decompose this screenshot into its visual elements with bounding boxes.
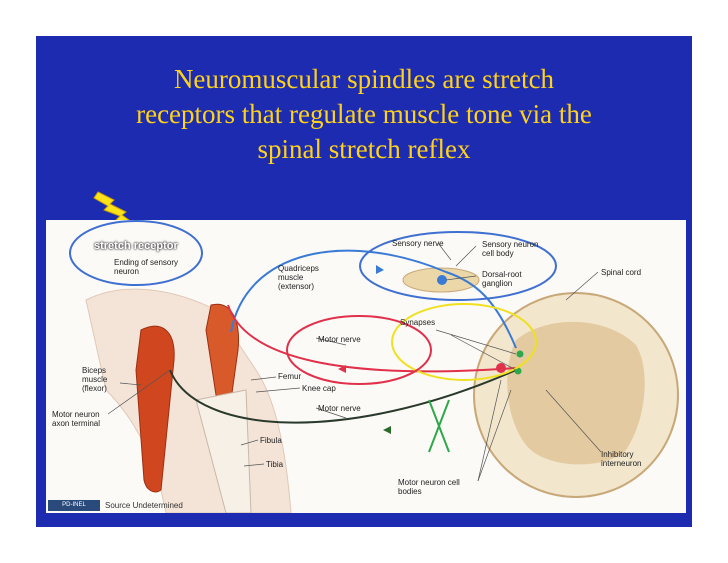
label-biceps-line-2: muscle	[82, 375, 108, 384]
label-ending-sensory-line-1: Ending of sensory	[114, 258, 179, 267]
biceps-muscle	[135, 325, 175, 493]
label-biceps-line-3: (flexor)	[82, 384, 107, 393]
leader-lines	[107, 242, 602, 482]
title-line-1: Neuromuscular spindles are stretch	[173, 64, 555, 94]
slide-title: Neuromuscular spindles are stretch recep…	[50, 62, 678, 167]
label-synapses: Synapses	[400, 318, 436, 327]
label-knee-cap: Knee cap	[302, 384, 336, 393]
label-sensory-neuron-line-1: Sensory neuron	[482, 240, 539, 249]
motor-nerve-path	[227, 304, 517, 373]
title-line-2: receptors that regulate muscle tone via …	[136, 99, 592, 129]
license-badge: PD-INEL	[48, 500, 100, 511]
label-motor-neuron-line-1: Motor neuron	[52, 410, 100, 419]
synapses-highlight	[391, 303, 537, 381]
bones	[195, 389, 252, 513]
leg-shape	[85, 288, 292, 513]
label-inhibitory: Inhibitory interneuron	[601, 450, 641, 468]
label-motor-neuron-cell-line-1: Motor neuron cell	[398, 478, 460, 487]
label-inhibitory-line-1: Inhibitory	[601, 450, 634, 459]
label-motor-nerve-2: Motor nerve	[318, 404, 361, 413]
label-biceps: Biceps muscle (flexor)	[82, 366, 107, 393]
source-credit: Source Undetermined	[105, 501, 183, 510]
label-dorsal-root-line-1: Dorsal-root	[482, 270, 522, 279]
motor-arrow-icon	[338, 365, 346, 373]
anatomy-illustration	[69, 220, 679, 513]
motor-cell-body	[496, 363, 506, 373]
label-ending-sensory-line-2: neuron	[114, 267, 139, 276]
inhibition-mark-line-2	[428, 399, 450, 453]
sensory-nerve-path	[230, 249, 517, 349]
label-quadriceps-line-2: muscle	[278, 273, 304, 282]
label-spinal-cord: Spinal cord	[601, 268, 642, 277]
label-fibula: Fibula	[260, 436, 282, 445]
label-tibia: Tibia	[266, 460, 284, 469]
label-sensory-nerve: Sensory nerve	[392, 239, 444, 248]
label-motor-neuron-cell: Motor neuron cell bodies	[398, 478, 460, 496]
label-quadriceps-line-1: Quadriceps	[278, 264, 319, 273]
label-motor-neuron-line-2: axon terminal	[52, 419, 101, 428]
motor-nerve-highlight	[286, 315, 432, 385]
label-motor-neuron-cell-line-2: bodies	[398, 487, 422, 496]
flexor-nerve-path	[169, 369, 517, 424]
sensory-arrow-icon	[376, 265, 384, 274]
gray-matter	[507, 321, 645, 465]
label-quadriceps: Quadriceps muscle (extensor)	[278, 264, 319, 291]
reflex-diagram: stretch receptor Ending of sensory neuro…	[46, 220, 686, 513]
label-inhibitory-line-2: interneuron	[601, 459, 642, 468]
stretch-receptor-label: stretch receptor	[94, 240, 178, 252]
title-line-3: spinal stretch reflex	[257, 134, 471, 164]
label-motor-neuron: Motor neuron axon terminal	[52, 410, 100, 428]
label-biceps-line-1: Biceps	[82, 366, 107, 375]
label-motor-nerve-1: Motor nerve	[318, 335, 361, 344]
synapse-dot-1	[516, 350, 524, 358]
label-dorsal-root-line-2: ganglion	[482, 279, 513, 288]
stretch-receptor-highlight	[69, 220, 203, 286]
label-ending-sensory: Ending of sensory neuron	[114, 258, 178, 276]
label-quadriceps-line-3: (extensor)	[278, 282, 315, 291]
label-femur: Femur	[278, 372, 302, 381]
sensory-cell-body	[437, 275, 447, 285]
flexor-arrow-icon	[383, 426, 391, 434]
label-sensory-neuron-line-2: cell body	[482, 249, 514, 258]
label-dorsal-root: Dorsal-root ganglion	[482, 270, 522, 288]
label-sensory-neuron: Sensory neuron cell body	[482, 240, 538, 258]
sensory-highlight	[359, 231, 557, 301]
